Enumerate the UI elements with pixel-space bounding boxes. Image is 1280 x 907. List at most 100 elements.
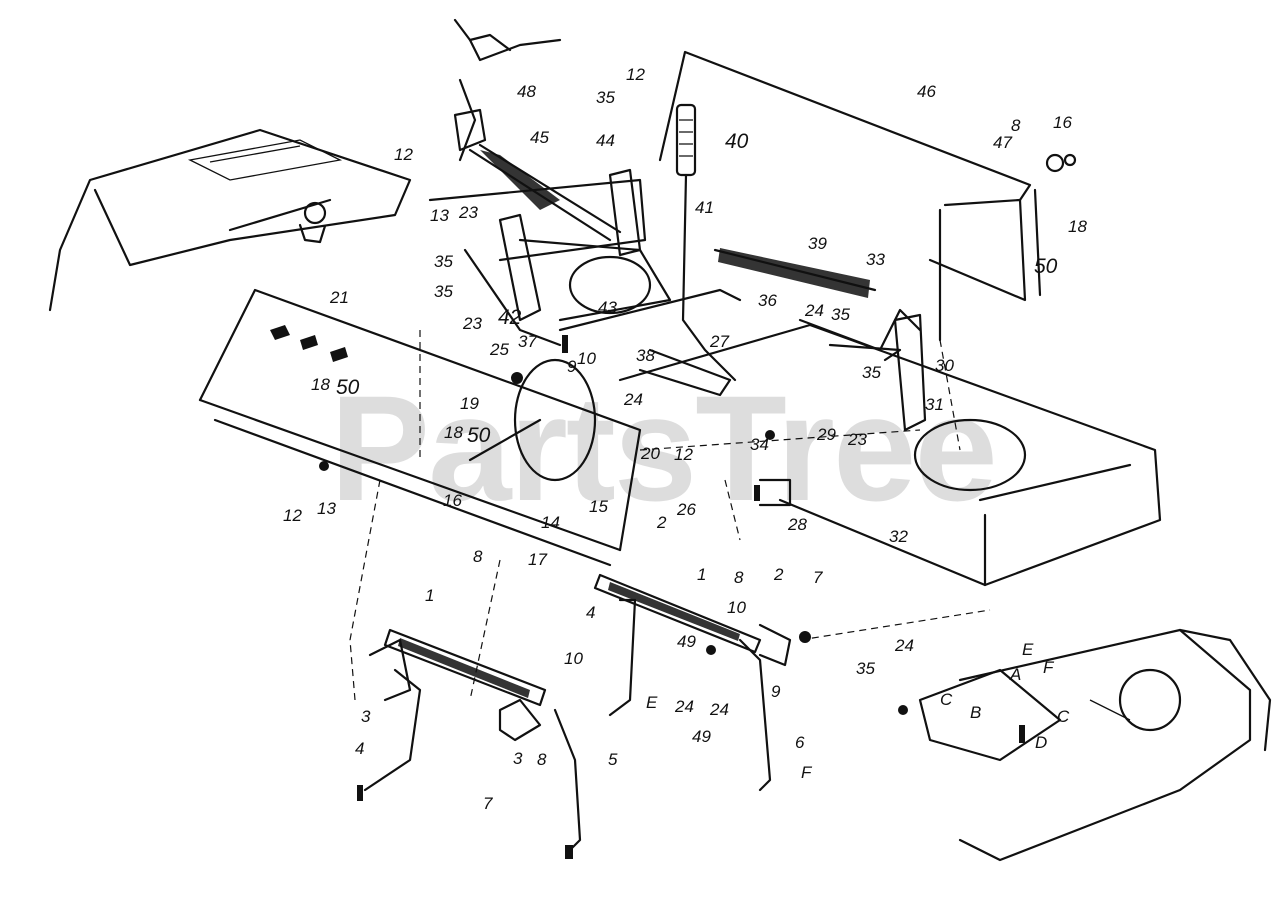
callout: 4 bbox=[355, 739, 364, 758]
callout: 1 bbox=[425, 586, 434, 605]
callout: 34 bbox=[750, 435, 769, 454]
callout-labels: 12 35 48 45 44 40 46 8 16 47 18 50 12 41… bbox=[283, 65, 1087, 813]
callout: 10 bbox=[564, 649, 583, 668]
callout: 7 bbox=[813, 568, 823, 587]
callout: 35 bbox=[434, 252, 453, 271]
callout: 12 bbox=[283, 506, 302, 525]
callout: 20 bbox=[640, 444, 660, 463]
callout: 35 bbox=[831, 305, 850, 324]
callout: 8 bbox=[537, 750, 547, 769]
callout: 31 bbox=[925, 395, 944, 414]
callout: 8 bbox=[1011, 116, 1021, 135]
callout: 24 bbox=[804, 301, 824, 320]
callout: 13 bbox=[430, 206, 449, 225]
callout: 17 bbox=[528, 550, 547, 569]
callout: 13 bbox=[317, 499, 336, 518]
callout: 3 bbox=[361, 707, 371, 726]
callout: 35 bbox=[596, 88, 615, 107]
callout: 5 bbox=[608, 750, 618, 769]
connector-tags: E F A E F B C C D bbox=[646, 640, 1070, 782]
callout: 35 bbox=[856, 659, 875, 678]
callout: 46 bbox=[917, 82, 936, 101]
callout: 40 bbox=[725, 130, 749, 153]
callout: 6 bbox=[795, 733, 805, 752]
callout: 10 bbox=[577, 349, 596, 368]
callout: 8 bbox=[473, 547, 483, 566]
callout: 38 bbox=[636, 346, 655, 365]
tag-e-deck: E bbox=[1022, 640, 1034, 659]
callout: 9 bbox=[567, 357, 577, 376]
callout: 29 bbox=[816, 425, 836, 444]
callout: 45 bbox=[530, 128, 549, 147]
rear-fender-panel bbox=[48, 128, 412, 312]
callout: 35 bbox=[862, 363, 881, 382]
tag-a: A bbox=[1009, 665, 1021, 684]
mower-deck bbox=[918, 628, 1272, 862]
callout: 35 bbox=[434, 282, 453, 301]
callout: 33 bbox=[866, 250, 885, 269]
tag-b: B bbox=[970, 703, 981, 722]
callout: 4 bbox=[586, 603, 595, 622]
upper-linkage bbox=[428, 18, 742, 347]
callout: 30 bbox=[935, 356, 954, 375]
callout: 25 bbox=[489, 340, 509, 359]
lower-linkage-left bbox=[363, 628, 582, 852]
callout: 18 bbox=[444, 423, 463, 442]
callout: 18 bbox=[1068, 217, 1087, 236]
callout: 50 bbox=[336, 376, 360, 399]
callout: 43 bbox=[598, 298, 617, 317]
callout: 8 bbox=[734, 568, 744, 587]
right-floor-panel bbox=[618, 323, 1162, 587]
tag-e: E bbox=[646, 693, 658, 712]
callout: 12 bbox=[626, 65, 645, 84]
tag-c: C bbox=[940, 690, 953, 709]
callout: 12 bbox=[674, 445, 693, 464]
callout: 16 bbox=[443, 491, 462, 510]
tag-f: F bbox=[801, 763, 813, 782]
callout: 2 bbox=[773, 565, 784, 584]
callout: 47 bbox=[993, 133, 1012, 152]
callout: 10 bbox=[727, 598, 746, 617]
callout: 44 bbox=[596, 131, 615, 150]
callout: 50 bbox=[467, 424, 491, 447]
callout: 26 bbox=[676, 500, 696, 519]
callout: 7 bbox=[483, 794, 493, 813]
callout: 41 bbox=[695, 198, 714, 217]
callout: 28 bbox=[787, 515, 807, 534]
callout: 24 bbox=[709, 700, 729, 719]
callout: 49 bbox=[677, 632, 696, 651]
callout: 49 bbox=[692, 727, 711, 746]
watermark: PartsTree bbox=[330, 364, 996, 532]
callout: 1 bbox=[697, 565, 706, 584]
callout: 18 bbox=[311, 375, 330, 394]
center-frame bbox=[198, 288, 642, 567]
callout: 15 bbox=[589, 497, 608, 516]
tag-d: D bbox=[1035, 733, 1047, 752]
fasteners bbox=[319, 335, 1025, 859]
callout: 19 bbox=[460, 394, 479, 413]
rear-shield bbox=[658, 50, 1077, 342]
dashed-guides bbox=[349, 330, 991, 701]
callout: 24 bbox=[894, 636, 914, 655]
callout: 23 bbox=[458, 203, 478, 222]
callout: 42 bbox=[498, 306, 522, 329]
control-lever bbox=[675, 103, 737, 382]
callout: 24 bbox=[623, 390, 643, 409]
tag-c-2: C bbox=[1057, 707, 1070, 726]
callout: 23 bbox=[462, 314, 482, 333]
tag-f-deck: F bbox=[1043, 658, 1055, 677]
callout: 32 bbox=[889, 527, 908, 546]
lower-linkage-center bbox=[593, 573, 792, 792]
callout: 27 bbox=[709, 332, 729, 351]
callout: 9 bbox=[771, 682, 781, 701]
callout: 2 bbox=[656, 513, 667, 532]
callout: 23 bbox=[847, 430, 867, 449]
callout: 50 bbox=[1034, 255, 1058, 278]
callout: 24 bbox=[674, 697, 694, 716]
callout: 16 bbox=[1053, 113, 1072, 132]
callout: 12 bbox=[394, 145, 413, 164]
callout: 39 bbox=[808, 234, 827, 253]
callout: 21 bbox=[329, 288, 349, 307]
callout: 14 bbox=[541, 513, 560, 532]
